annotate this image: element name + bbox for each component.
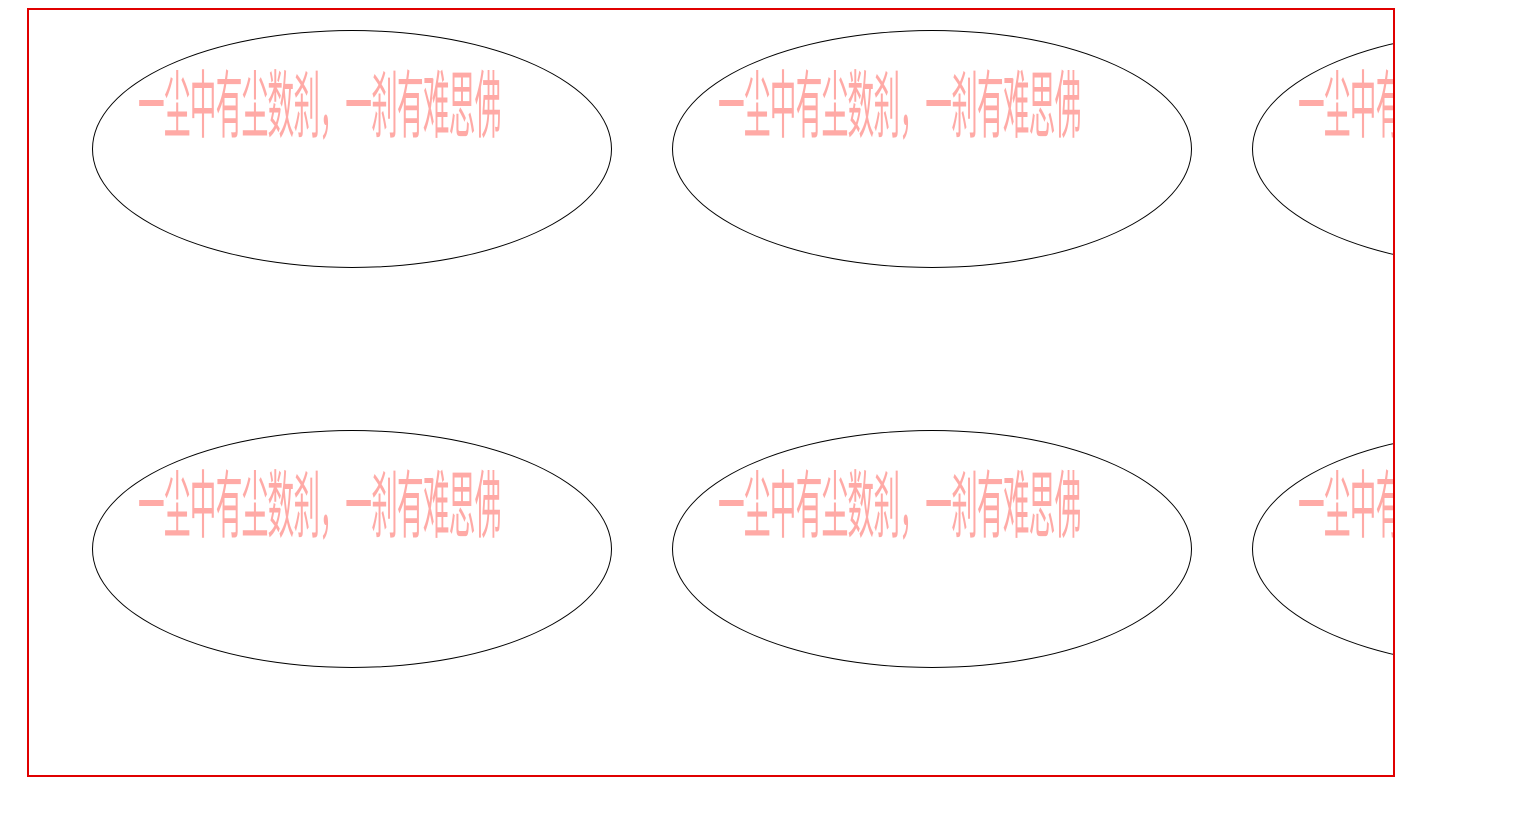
watermark-oval: [92, 30, 612, 268]
watermark-oval: [672, 30, 1192, 268]
watermark-text: 一尘中有尘数刹，一刹有难思佛: [718, 65, 1081, 150]
watermark-tile: 一尘中有尘数刹，一刹有难思佛: [672, 430, 1192, 668]
watermark-tile-grid: 一尘中有尘数刹，一刹有难思佛一尘中有尘数刹，一刹有难思佛一尘中有尘数刹，一刹有难…: [29, 10, 1393, 775]
watermark-text: 一尘中有尘数刹，一刹有难思佛: [138, 65, 501, 150]
watermark-tile: 一尘中有尘数刹，一刹有难思佛: [92, 30, 612, 268]
watermark-oval: [672, 430, 1192, 668]
watermark-tile: 一尘中有尘数刹，一刹有难思佛: [1252, 430, 1393, 668]
watermark-text: 一尘中有尘数刹，一刹有难思佛: [718, 465, 1081, 550]
watermark-canvas: 一尘中有尘数刹，一刹有难思佛一尘中有尘数刹，一刹有难思佛一尘中有尘数刹，一刹有难…: [27, 8, 1395, 777]
watermark-tile: 一尘中有尘数刹，一刹有难思佛: [1252, 30, 1393, 268]
watermark-oval: [92, 430, 612, 668]
watermark-text: 一尘中有尘数刹，一刹有难思佛: [138, 465, 501, 550]
watermark-tile: 一尘中有尘数刹，一刹有难思佛: [672, 30, 1192, 268]
watermark-tile: 一尘中有尘数刹，一刹有难思佛: [92, 430, 612, 668]
watermark-text: 一尘中有尘数刹，一刹有难思佛: [1298, 465, 1393, 550]
watermark-text: 一尘中有尘数刹，一刹有难思佛: [1298, 65, 1393, 150]
